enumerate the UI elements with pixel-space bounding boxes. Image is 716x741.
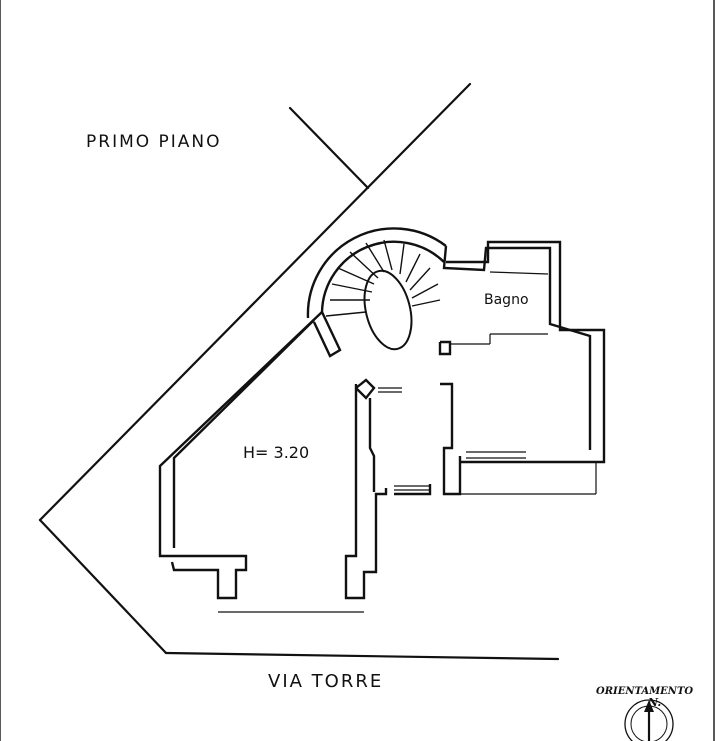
building-walls	[158, 227, 606, 600]
stair-core	[363, 269, 413, 351]
property-boundary	[38, 82, 560, 661]
floor-title: PRIMO PIANO	[86, 132, 222, 152]
ceiling-height-label: H= 3.20	[243, 443, 309, 462]
thin-lines	[160, 271, 597, 613]
spiral-staircase	[325, 239, 441, 351]
room-label-bagno: Bagno	[484, 292, 529, 308]
north-indicator: ORIENTAMENTO N.	[596, 686, 693, 741]
street-label: VIA TORRE	[268, 671, 383, 692]
orientation-label: ORIENTAMENTO	[596, 686, 693, 697]
